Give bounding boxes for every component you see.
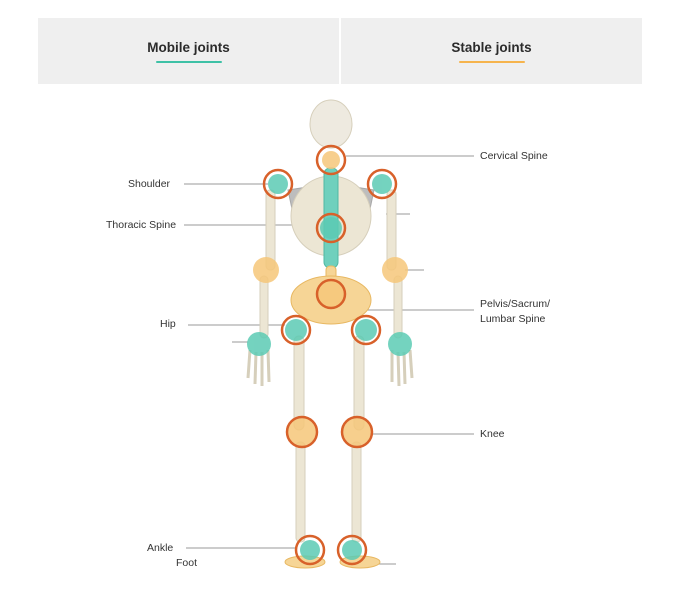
joint-cervical <box>322 151 340 169</box>
label-pelvis-line2: Lumbar Spine <box>480 313 546 325</box>
joint-shoulder-right <box>372 174 392 194</box>
joint-wrist-right <box>388 332 412 356</box>
joint-wrist-left <box>247 332 271 356</box>
joint-hip-left <box>285 319 307 341</box>
tab-stable-joints[interactable]: Stable joints <box>341 18 642 84</box>
ring-cervical <box>315 144 347 176</box>
label-shoulder: Shoulder <box>128 178 171 190</box>
joint-type-tabs: Mobile joints Stable joints <box>38 18 642 84</box>
joint-shoulder-left <box>268 174 288 194</box>
label-thoracic-spine: Thoracic Spine <box>106 219 177 231</box>
ring-ankle-right <box>336 534 368 566</box>
tab-stable-underline <box>458 60 525 63</box>
joint-knee-left <box>288 418 316 446</box>
joint-hip-right <box>355 319 377 341</box>
joint-ankle-left <box>300 540 320 560</box>
hand-left <box>246 349 271 386</box>
tab-mobile-joints[interactable]: Mobile joints <box>38 18 339 84</box>
joint-elbow-right <box>382 257 408 283</box>
ring-ankle-left <box>294 534 326 566</box>
mobile-joint-markers <box>247 174 412 560</box>
ring-hip-right <box>350 314 382 346</box>
skeleton <box>246 99 414 569</box>
highlight-rings <box>262 144 398 566</box>
label-knee: Knee <box>480 428 505 440</box>
label-cervical-spine: Cervical Spine <box>480 150 548 162</box>
tab-stable-joints-label: Stable joints <box>451 39 532 55</box>
tab-mobile-underline <box>155 60 222 63</box>
ring-thoracic <box>315 212 347 244</box>
ring-knee-left <box>285 415 319 449</box>
ring-hip-left <box>280 314 312 346</box>
hand-right <box>390 349 414 387</box>
label-hip: Hip <box>160 318 176 330</box>
tibia-right <box>351 441 362 543</box>
joint-ankle-right <box>342 540 362 560</box>
ring-lumbar <box>315 278 347 310</box>
joint-knee-right <box>343 418 371 446</box>
forearm-right <box>393 275 403 339</box>
label-ankle: Ankle <box>147 542 174 554</box>
ring-shoulder-right <box>366 168 398 200</box>
joint-lumbar <box>318 281 344 307</box>
label-pelvis-line1: Pelvis/Sacrum/ <box>480 298 551 310</box>
ring-shoulder-left <box>262 168 294 200</box>
ring-knee-right <box>340 415 374 449</box>
forearm-left <box>259 275 269 339</box>
label-foot: Foot <box>176 557 198 569</box>
skull <box>309 99 353 149</box>
tibia-left <box>295 441 306 543</box>
joint-thoracic <box>320 217 342 239</box>
joint-elbow-left <box>253 257 279 283</box>
stable-joint-markers <box>253 151 408 446</box>
tab-mobile-joints-label: Mobile joints <box>147 39 230 55</box>
